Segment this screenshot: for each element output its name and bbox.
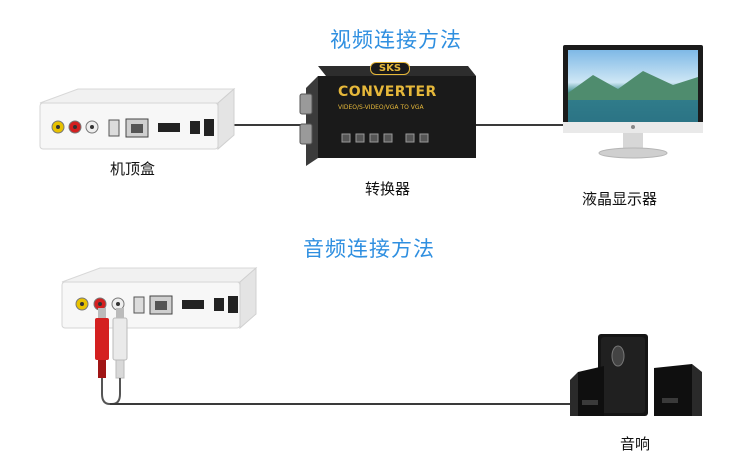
converter-brand-logo: SKS bbox=[370, 62, 410, 75]
converter-subtitle: VIDEO/S-VIDEO/VGA TO VGA bbox=[338, 104, 424, 111]
lcd-monitor bbox=[563, 45, 703, 160]
video-connection-title: 视频连接方法 bbox=[330, 28, 462, 52]
converter-name: CONVERTER bbox=[338, 84, 437, 100]
speaker-label: 音响 bbox=[620, 435, 651, 453]
video-converter: SKS CONVERTER VIDEO/S-VIDEO/VGA TO VGA bbox=[298, 58, 478, 166]
set-top-box-video bbox=[38, 85, 238, 155]
set-top-box-label: 机顶盒 bbox=[110, 160, 156, 178]
video-cable-right bbox=[468, 124, 566, 126]
set-top-box-audio bbox=[60, 264, 260, 334]
rca-audio-cable bbox=[88, 300, 588, 415]
video-cable-left bbox=[232, 124, 322, 126]
lcd-monitor-label: 液晶显示器 bbox=[582, 190, 658, 208]
speaker-system bbox=[570, 330, 705, 420]
converter-label: 转换器 bbox=[365, 180, 411, 198]
audio-connection-title: 音频连接方法 bbox=[303, 237, 435, 261]
